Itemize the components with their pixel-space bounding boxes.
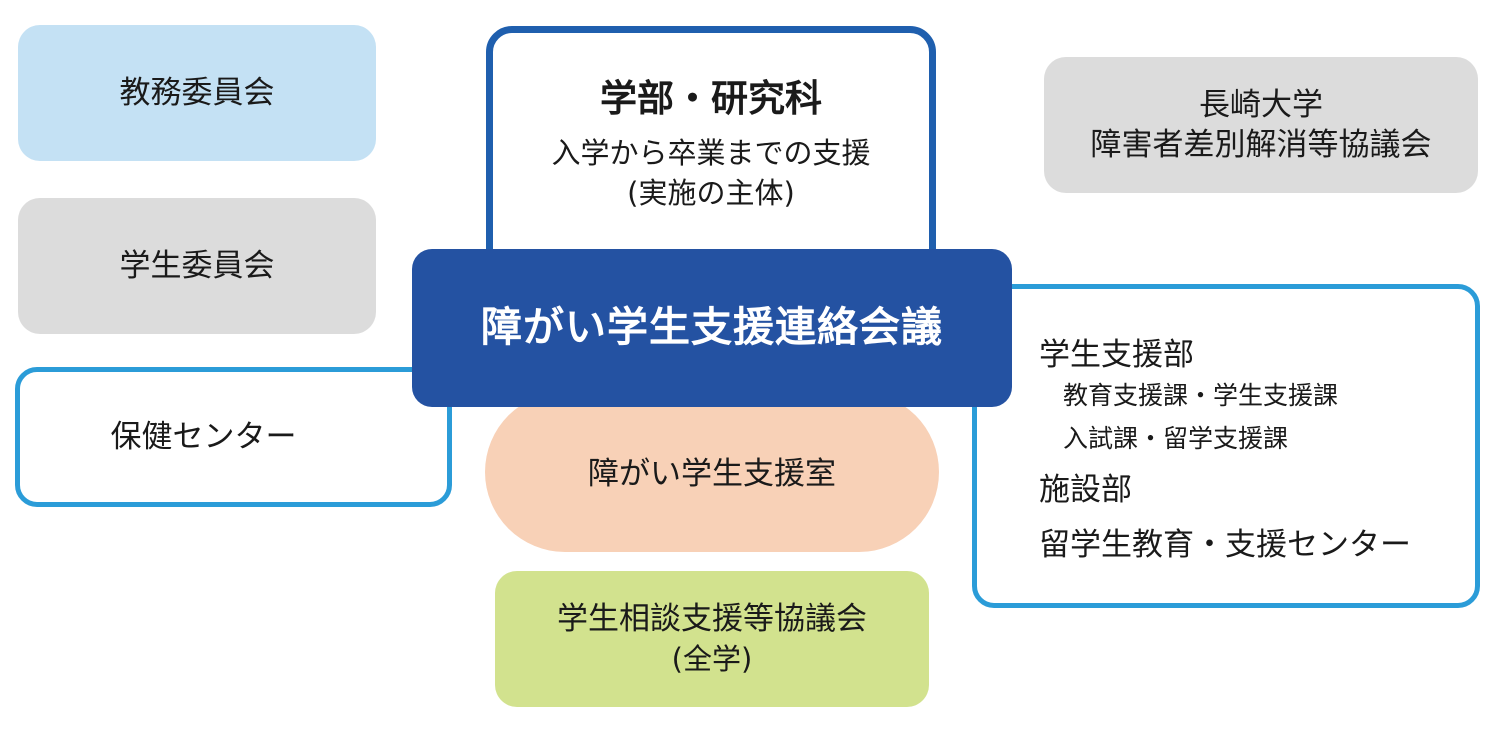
- gakubu-kenkyuka-line1: 入学から卒業までの支援: [551, 136, 871, 171]
- center-renraku-kaigi-box: 障がい学生支援連絡会議: [412, 249, 1012, 407]
- shienshitsu-label: 障がい学生支援室: [588, 455, 836, 492]
- dept-shisetsubu: 施設部: [1039, 472, 1132, 509]
- nagasaki-kyogikai-line1: 長崎大学: [1199, 86, 1323, 123]
- gakubu-kenkyuka-line2: (実施の主体): [627, 176, 795, 211]
- gakubu-kenkyuka-title: 学部・研究科: [600, 77, 822, 120]
- dept-ryugakusei-center: 留学生教育・支援センター: [1039, 526, 1411, 563]
- shienshitsu-box: 障がい学生支援室: [485, 392, 939, 552]
- gakusei-iinkai-label: 学生委員会: [119, 247, 275, 284]
- kyomu-iinkai-box: 教務委員会: [18, 25, 376, 161]
- hoken-center-label: 保健センター: [110, 418, 297, 455]
- gakusei-iinkai-box: 学生委員会: [18, 198, 376, 334]
- nagasaki-kyogikai-line2: 障害者差別解消等協議会: [1090, 127, 1432, 163]
- soudan-kyogikai-line2: (全学): [671, 642, 753, 677]
- dept-gakusei-shienbu-sections-1: 教育支援課・学生支援課: [1063, 381, 1339, 411]
- gakubu-kenkyuka-box: 学部・研究科 入学から卒業までの支援 (実施の主体): [486, 26, 936, 288]
- kyomu-iinkai-label: 教務委員会: [119, 74, 275, 111]
- dept-gakusei-shienbu-sections-2: 入試課・留学支援課: [1063, 423, 1289, 453]
- soudan-kyogikai-box: 学生相談支援等協議会 (全学): [495, 571, 929, 707]
- center-renraku-kaigi-label: 障がい学生支援連絡会議: [481, 303, 943, 352]
- soudan-kyogikai-line1: 学生相談支援等協議会: [557, 600, 867, 637]
- nagasaki-kyogikai-box: 長崎大学 障害者差別解消等協議会: [1044, 57, 1478, 193]
- hoken-center-box: 保健センター: [15, 367, 452, 507]
- gakusei-shienbu-panel: 学生支援部 教育支援課・学生支援課 入試課・留学支援課 施設部 留学生教育・支援…: [972, 284, 1480, 608]
- dept-gakusei-shienbu: 学生支援部: [1039, 337, 1194, 373]
